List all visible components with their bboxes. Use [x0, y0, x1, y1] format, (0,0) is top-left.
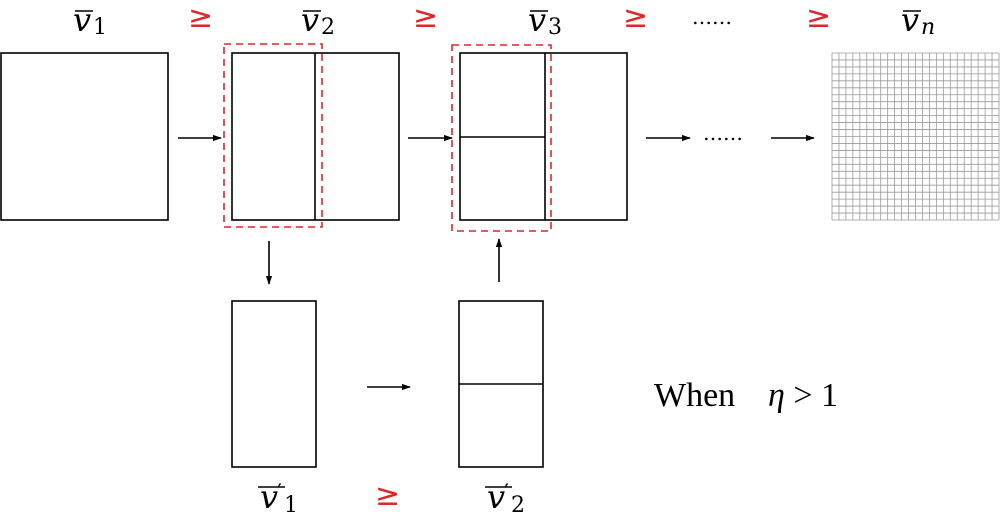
svg-text:′: ′	[277, 481, 282, 506]
svg-text:η > 1: η > 1	[768, 377, 838, 414]
svg-text:When: When	[654, 377, 735, 414]
geq-symbol: ≥	[375, 478, 400, 513]
condition-text: When η > 1	[654, 377, 838, 414]
svg-text:v: v	[487, 478, 505, 516]
geq-symbol: ≥	[806, 0, 831, 35]
svg-text:v: v	[260, 478, 278, 516]
stage-1-square	[0, 52, 169, 221]
svg-text:v: v	[528, 1, 546, 39]
label-v1: v 1	[73, 1, 107, 40]
subproblem-1-rect	[231, 300, 317, 468]
svg-text:1: 1	[284, 493, 298, 518]
svg-text:′: ′	[504, 481, 509, 506]
svg-text:2: 2	[321, 15, 335, 40]
label-v-prime-2: v ′ 2	[485, 478, 525, 518]
svg-text:2: 2	[511, 493, 525, 518]
geq-symbol: ≥	[623, 0, 648, 35]
svg-text:v: v	[901, 1, 919, 39]
label-vn: v n	[901, 1, 935, 40]
svg-text:3: 3	[548, 15, 562, 40]
geq-symbol: ≥	[413, 0, 438, 35]
label-v2: v 2	[301, 1, 335, 40]
ellipsis-middle: ……	[703, 121, 743, 145]
stage-2-highlight	[223, 43, 323, 228]
stage-3-highlight	[451, 44, 552, 232]
svg-text:1: 1	[93, 15, 107, 40]
svg-text:v: v	[301, 1, 319, 39]
svg-text:n: n	[921, 15, 935, 40]
geq-symbol: ≥	[188, 0, 213, 35]
final-fine-grid	[831, 52, 1000, 221]
svg-text:v: v	[73, 1, 91, 39]
label-v-prime-1: v ′ 1	[258, 478, 298, 518]
ellipsis-top: ……	[692, 5, 732, 29]
label-v3: v 3	[528, 1, 562, 40]
